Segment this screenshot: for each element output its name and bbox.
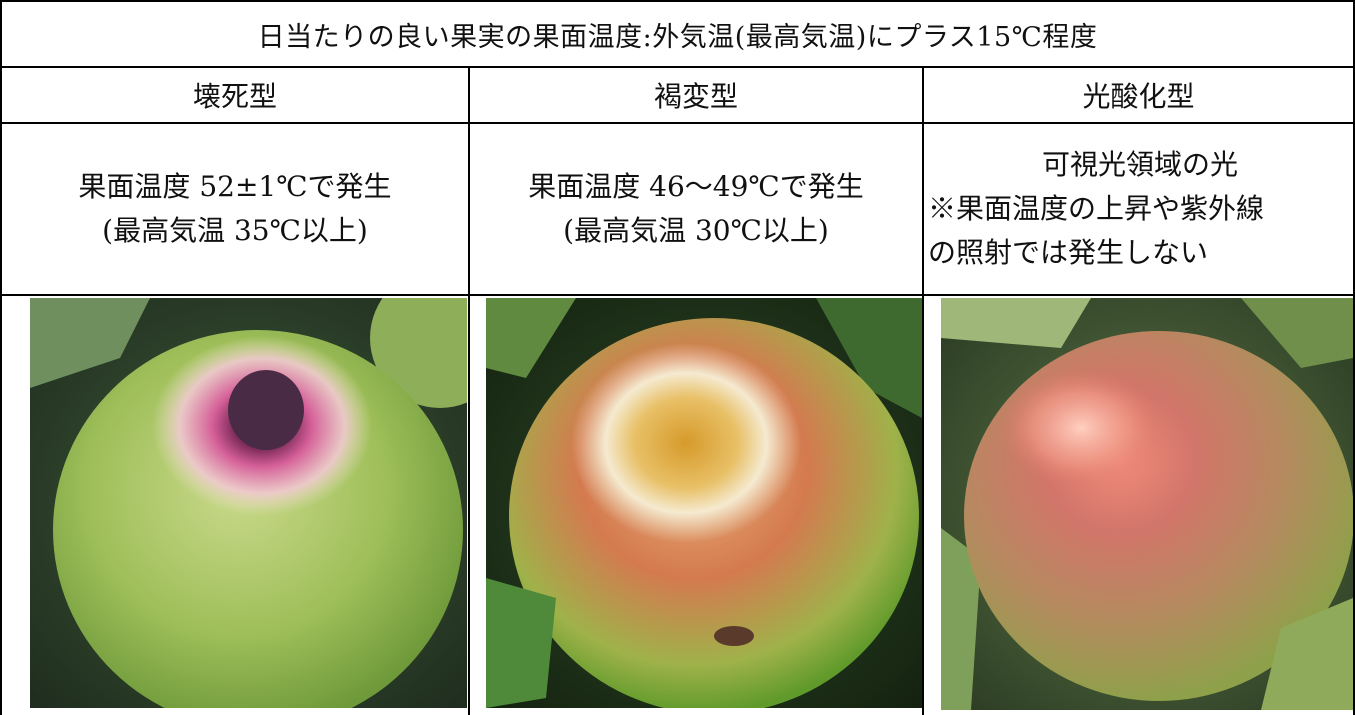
condition-necrosis-type: 果面温度 52±1℃で発生 (最高気温 35℃以上) — [2, 124, 468, 294]
table-border-right — [1353, 0, 1355, 715]
condition-line: 果面温度 46〜49℃で発生 — [528, 170, 864, 203]
header-photo-oxidation-type: 光酸化型 — [1082, 80, 1195, 113]
header-browning-type: 褐変型 — [653, 80, 738, 113]
apple-photo-necrosis — [30, 298, 467, 708]
apple-photo-browning — [486, 298, 922, 708]
condition-line: ※果面温度の上昇や紫外線 — [928, 192, 1265, 225]
table-border-top — [0, 0, 1355, 2]
apple-photo-photo-oxidation — [941, 298, 1353, 710]
condition-photo-oxidation-type: 可視光領域の光 ※果面温度の上昇や紫外線 の照射では発生しない — [928, 124, 1352, 294]
condition-line: (最高気温 35℃以上) — [102, 214, 368, 247]
condition-browning-type: 果面温度 46〜49℃で発生 (最高気温 30℃以上) — [470, 124, 922, 294]
table-divider-condition — [0, 294, 1355, 296]
condition-line: 可視光領域の光 — [1041, 148, 1238, 181]
table-border-left — [0, 0, 2, 715]
column-divider-2 — [922, 66, 924, 715]
table-title: 日当たりの良い果実の果面温度:外気温(最高気温)にプラス15℃程度 — [257, 21, 1098, 53]
condition-line: 果面温度 52±1℃で発生 — [78, 170, 392, 203]
header-necrosis-type: 壊死型 — [192, 80, 277, 113]
table-divider-header — [0, 122, 1355, 124]
column-divider-1 — [468, 66, 470, 715]
condition-line: (最高気温 30℃以上) — [563, 214, 829, 247]
condition-line: の照射では発生しない — [928, 236, 1209, 269]
table-divider-title — [0, 66, 1355, 68]
